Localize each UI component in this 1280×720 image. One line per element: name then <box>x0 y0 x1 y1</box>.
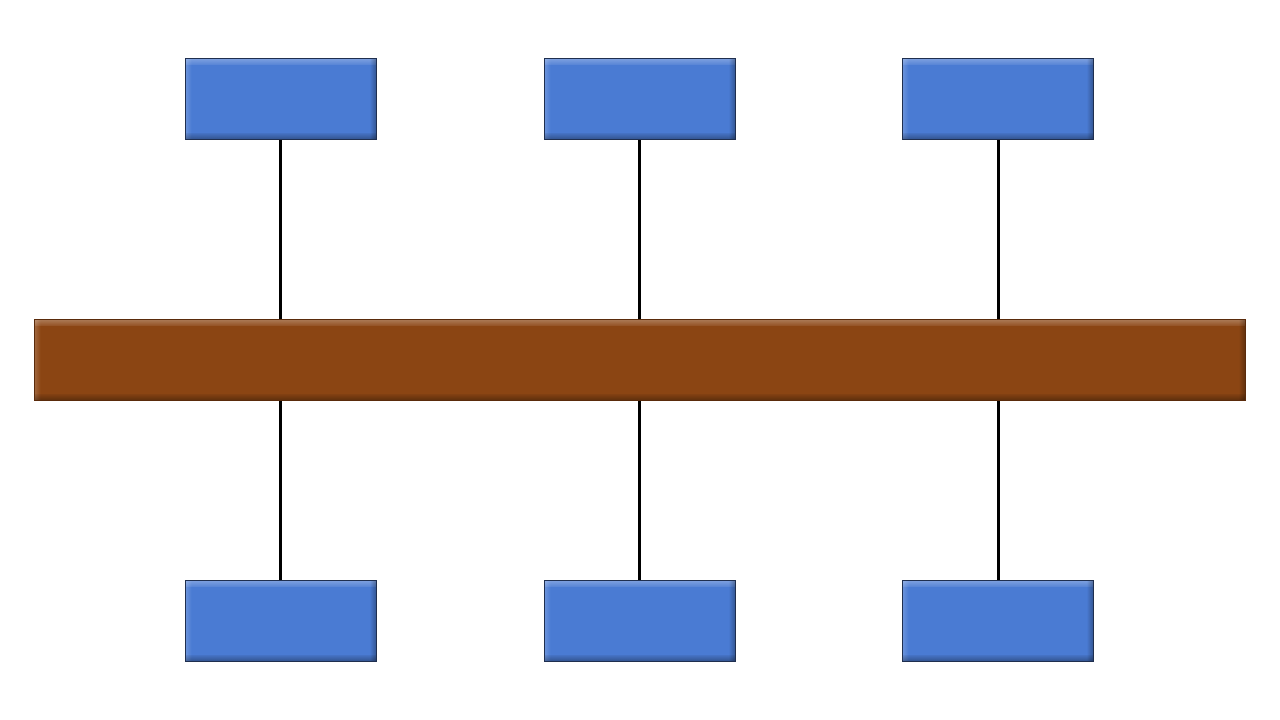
diagram-node-top-right[interactable] <box>902 58 1094 140</box>
node-label <box>903 59 1093 139</box>
node-label <box>186 59 376 139</box>
spine-label <box>35 320 1245 400</box>
diagram-node-top-left[interactable] <box>185 58 377 140</box>
diagram-node-bottom-center[interactable] <box>544 580 736 662</box>
connector-bottom-left <box>279 401 282 581</box>
connector-bottom-center <box>638 401 641 581</box>
connector-bottom-right <box>997 401 1000 581</box>
node-label <box>903 581 1093 661</box>
diagram-node-bottom-right[interactable] <box>902 580 1094 662</box>
connector-top-left <box>279 139 282 319</box>
node-label <box>186 581 376 661</box>
node-label <box>545 59 735 139</box>
connector-top-right <box>997 139 1000 319</box>
connector-top-center <box>638 139 641 319</box>
node-label <box>545 581 735 661</box>
fishbone-spine[interactable] <box>34 319 1246 401</box>
diagram-node-top-center[interactable] <box>544 58 736 140</box>
diagram-node-bottom-left[interactable] <box>185 580 377 662</box>
